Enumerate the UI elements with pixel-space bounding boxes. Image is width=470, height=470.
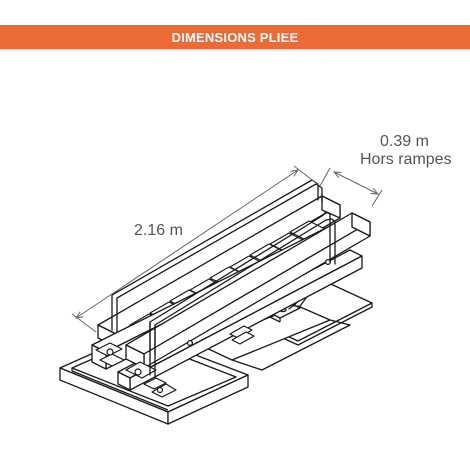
width-note-label: Hors rampes: [360, 151, 452, 168]
front-handrail: [149, 211, 336, 379]
length-label: 2.16 m: [134, 222, 183, 239]
title-banner: DIMENSIONS PLIEE: [0, 25, 470, 49]
banner-title: DIMENSIONS PLIEE: [171, 29, 299, 45]
width-dimension: [319, 167, 383, 207]
hinge-fittings: [95, 325, 255, 398]
length-dimension: [71, 165, 321, 333]
width-label: 0.39 m: [380, 133, 429, 150]
ceiling-slab: [199, 279, 373, 371]
